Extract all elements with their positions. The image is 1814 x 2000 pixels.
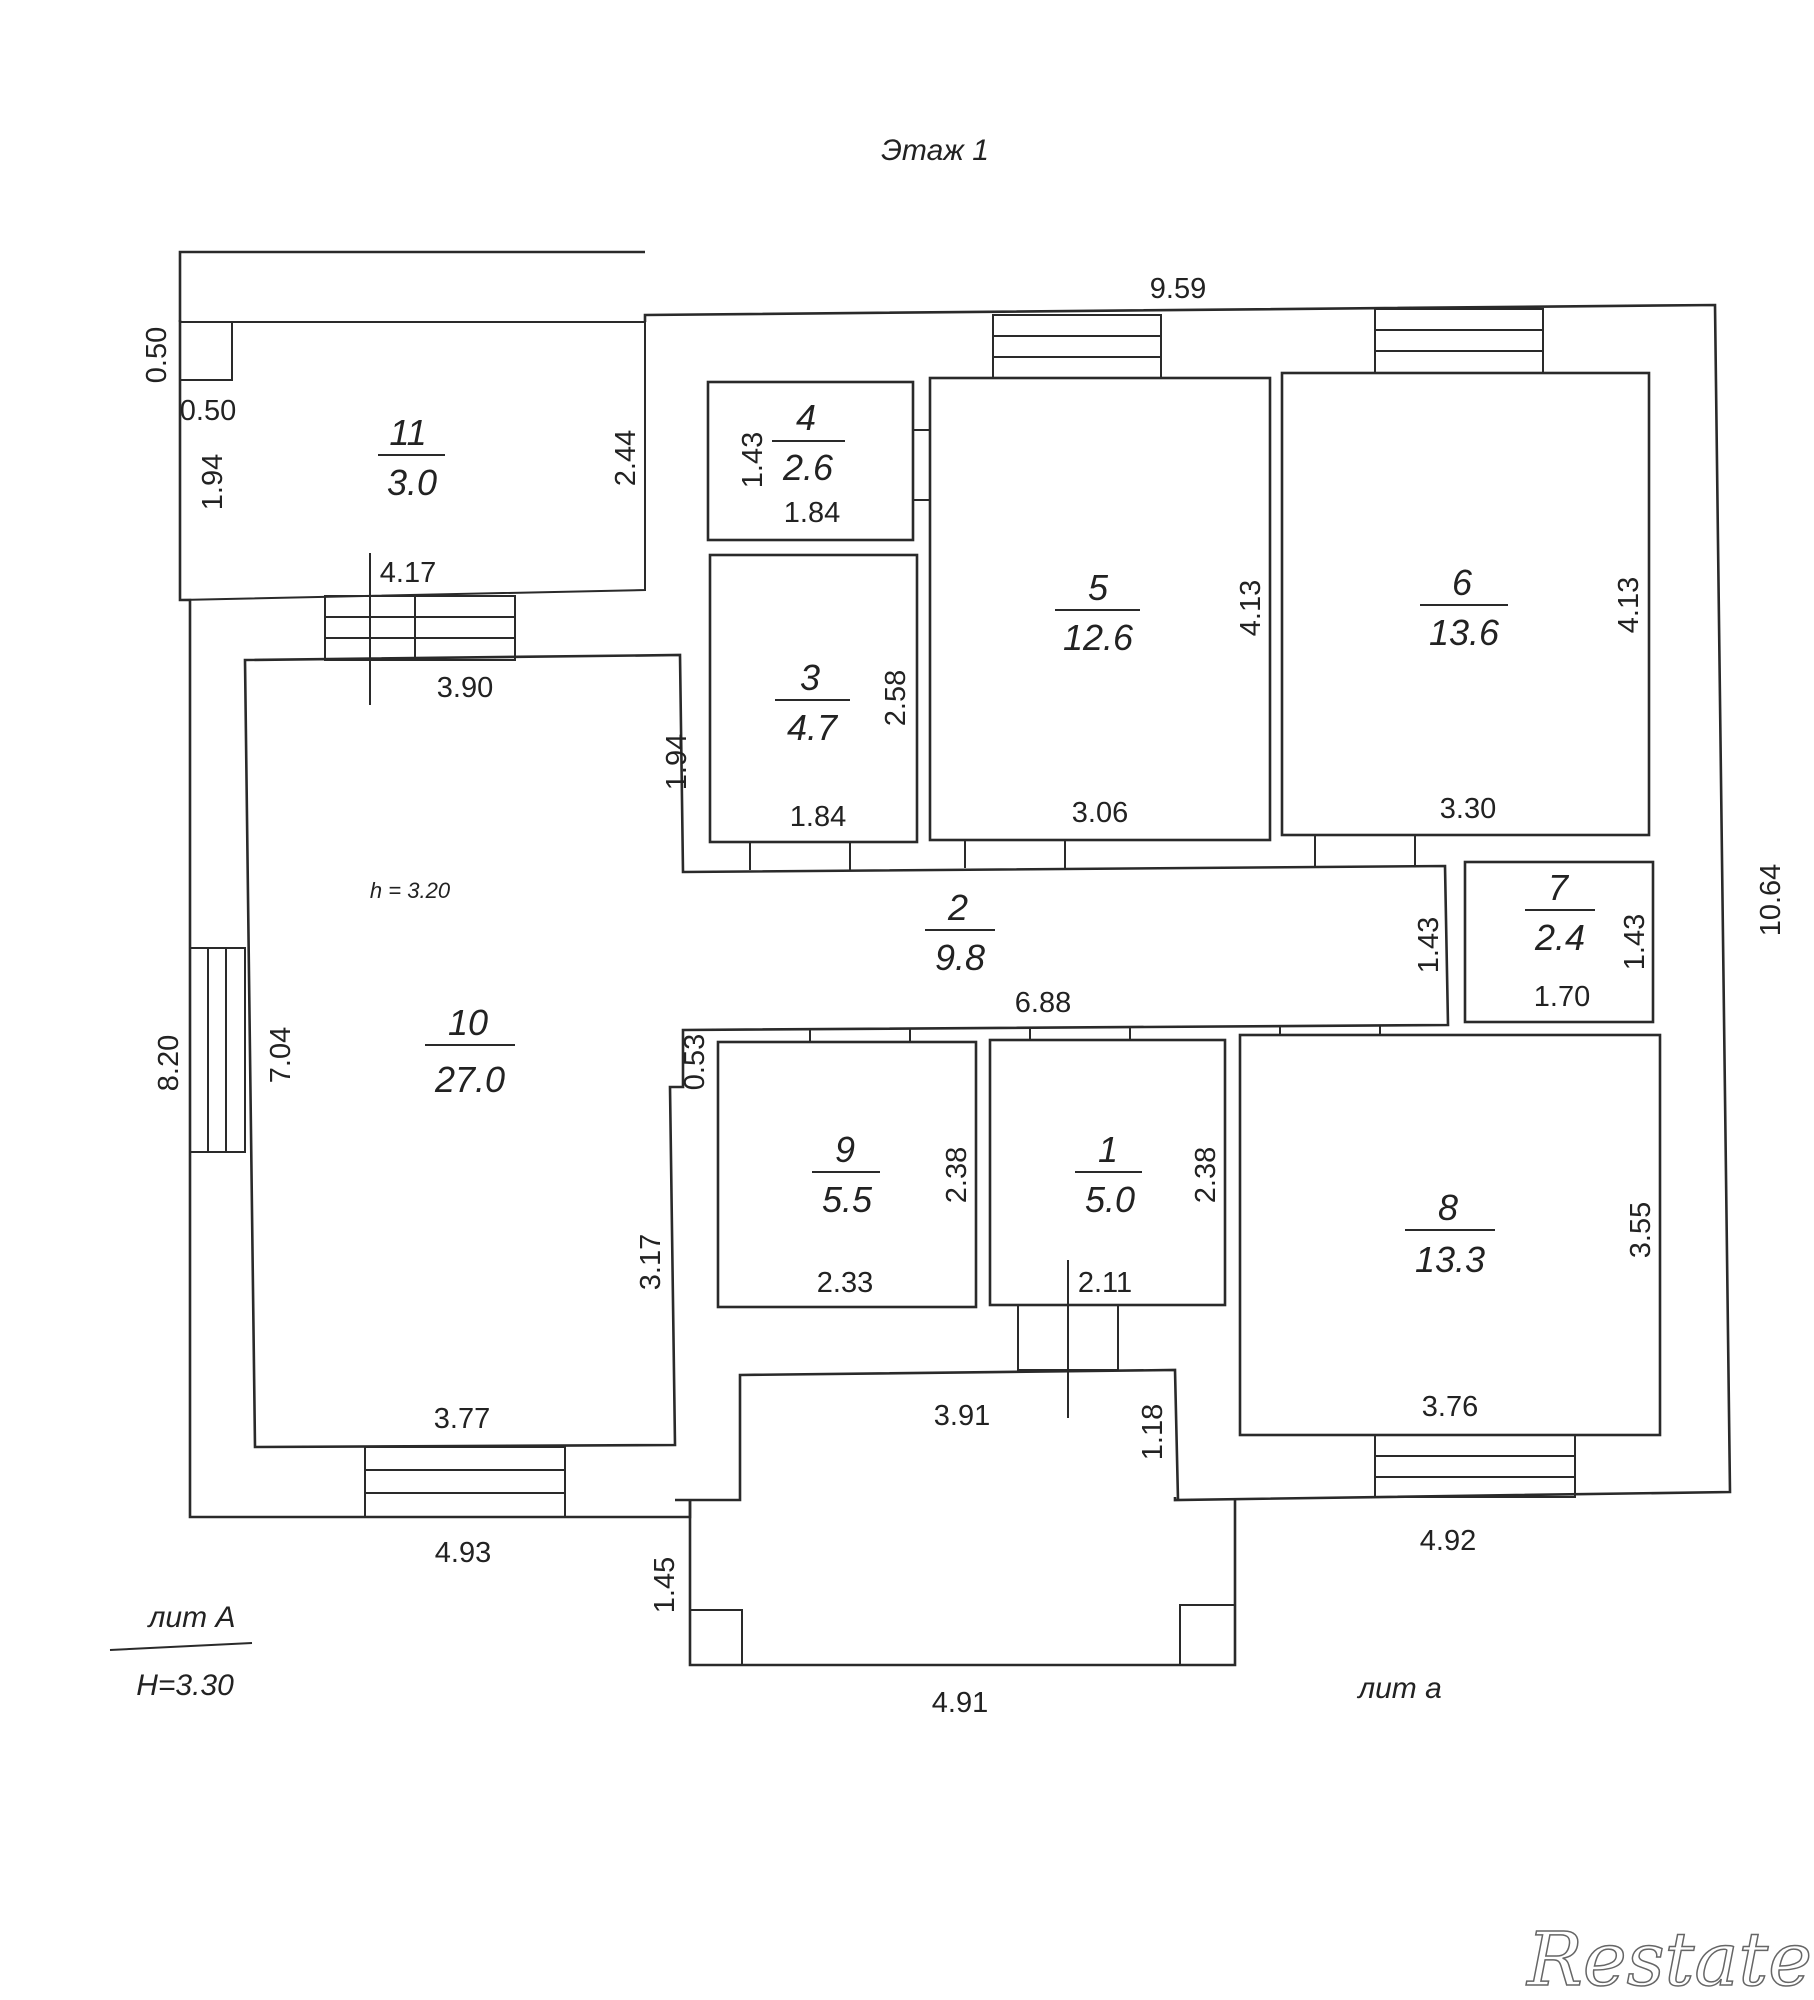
dimension-labels: 9.59 0.50 4.17 3.90 1.84 1.84 3.06 3.30 … (141, 273, 1787, 1719)
dim-r7-h: 1.43 (1619, 914, 1651, 970)
svg-text:13.6: 13.6 (1429, 612, 1500, 653)
dim-r10-right-top: 1.94 (661, 734, 693, 790)
dim-r8-h: 3.55 (1625, 1202, 1657, 1258)
dim-left-outer: 8.20 (153, 1035, 185, 1091)
room-label-2: 2 9.8 (925, 887, 995, 978)
room-label-1: 1 5.0 (1075, 1129, 1142, 1220)
svg-text:3: 3 (800, 657, 820, 698)
dim-r3-bottom: 1.84 (790, 801, 846, 833)
dim-bottom-right: 4.92 (1420, 1525, 1476, 1557)
room-label-7: 7 2.4 (1525, 867, 1595, 958)
dim-corner-h: 0.50 (180, 395, 236, 427)
dim-r1-w: 2.11 (1078, 1267, 1132, 1299)
lit-a-annex-label: лит а (1356, 1672, 1442, 1705)
svg-text:12.6: 12.6 (1063, 617, 1134, 658)
dim-bottom-left: 4.93 (435, 1537, 491, 1569)
dim-r10-top: 3.90 (437, 672, 493, 704)
room-label-11: 11 3.0 (378, 412, 445, 503)
svg-text:5.5: 5.5 (822, 1179, 873, 1220)
svg-text:8: 8 (1438, 1187, 1458, 1228)
svg-text:11: 11 (389, 412, 426, 453)
svg-text:27.0: 27.0 (434, 1059, 505, 1100)
svg-text:5: 5 (1088, 567, 1109, 608)
dim-r4-left: 1.43 (737, 432, 769, 488)
dim-r10-left: 7.04 (265, 1027, 297, 1083)
door-marks (369, 429, 1416, 1418)
svg-text:6: 6 (1452, 562, 1473, 603)
dim-r5-bottom: 3.06 (1072, 797, 1128, 829)
lit-a-legend: лит А H=3.30 (109, 1601, 253, 1702)
room-label-8: 8 13.3 (1405, 1187, 1495, 1280)
dim-r10-bottom: 3.77 (434, 1403, 490, 1435)
svg-text:1: 1 (1098, 1129, 1118, 1170)
svg-text:3.0: 3.0 (387, 462, 437, 503)
svg-text:2.4: 2.4 (1534, 917, 1585, 958)
dim-corner-v: 0.50 (141, 327, 173, 383)
dim-r8-w: 3.76 (1422, 1391, 1478, 1423)
dim-r10-step: 0.53 (679, 1034, 711, 1090)
dim-hall-h: 1.18 (1137, 1404, 1169, 1460)
dim-r11-right: 2.44 (610, 430, 642, 486)
room-label-5: 5 12.6 (1055, 567, 1140, 658)
dim-r11-bottom: 4.17 (380, 557, 436, 589)
dim-corr-len: 6.88 (1015, 987, 1071, 1019)
room-label-6: 6 13.6 (1420, 562, 1508, 653)
dim-r5-right: 4.13 (1235, 580, 1267, 636)
dim-r1-h: 2.38 (1190, 1147, 1222, 1203)
room-label-3: 3 4.7 (775, 657, 850, 748)
dim-r6-bottom: 3.30 (1440, 793, 1496, 825)
room-labels: 11 3.0 4 2.6 3 4.7 5 12.6 6 13.6 2 9.8 (378, 397, 1595, 1280)
room-label-10: 10 27.0 (425, 1002, 515, 1100)
dim-r11-left: 1.94 (197, 454, 229, 510)
svg-text:4.7: 4.7 (787, 707, 839, 748)
ceiling-height-note: h = 3.20 (370, 878, 451, 903)
svg-text:2: 2 (947, 887, 968, 928)
dim-r9-h: 2.38 (941, 1147, 973, 1203)
windows (189, 308, 1576, 1518)
svg-text:2.6: 2.6 (782, 447, 834, 488)
svg-text:9.8: 9.8 (935, 937, 985, 978)
lit-a-height-label: H=3.30 (136, 1669, 234, 1702)
dim-corr-h: 1.43 (1413, 917, 1445, 973)
floor-title: Этаж 1 (881, 134, 989, 167)
room-label-4: 4 2.6 (772, 397, 845, 488)
dim-r10-right-bottom: 3.17 (635, 1234, 667, 1290)
svg-text:4: 4 (796, 397, 816, 438)
dim-hall-w: 3.91 (934, 1400, 990, 1432)
svg-text:13.3: 13.3 (1415, 1239, 1485, 1280)
dim-r6-right: 4.13 (1613, 577, 1645, 633)
dim-r7-w: 1.70 (1534, 981, 1590, 1013)
dim-r4-bottom: 1.84 (784, 497, 840, 529)
lit-a-main-label: лит А (147, 1601, 236, 1634)
dim-overall-right: 10.64 (1755, 864, 1787, 937)
room-label-9: 9 5.5 (812, 1129, 880, 1220)
svg-text:10: 10 (448, 1002, 488, 1043)
dim-porch-w: 4.91 (932, 1687, 988, 1719)
dim-r3-right: 2.58 (880, 670, 912, 726)
dim-porch-h: 1.45 (649, 1557, 681, 1613)
dim-overall-top: 9.59 (1150, 273, 1206, 305)
dim-r9-w: 2.33 (817, 1267, 873, 1299)
svg-text:9: 9 (835, 1129, 855, 1170)
restate-watermark: Restate (1525, 1917, 1812, 2000)
svg-text:7: 7 (1548, 867, 1570, 908)
svg-text:5.0: 5.0 (1085, 1179, 1135, 1220)
